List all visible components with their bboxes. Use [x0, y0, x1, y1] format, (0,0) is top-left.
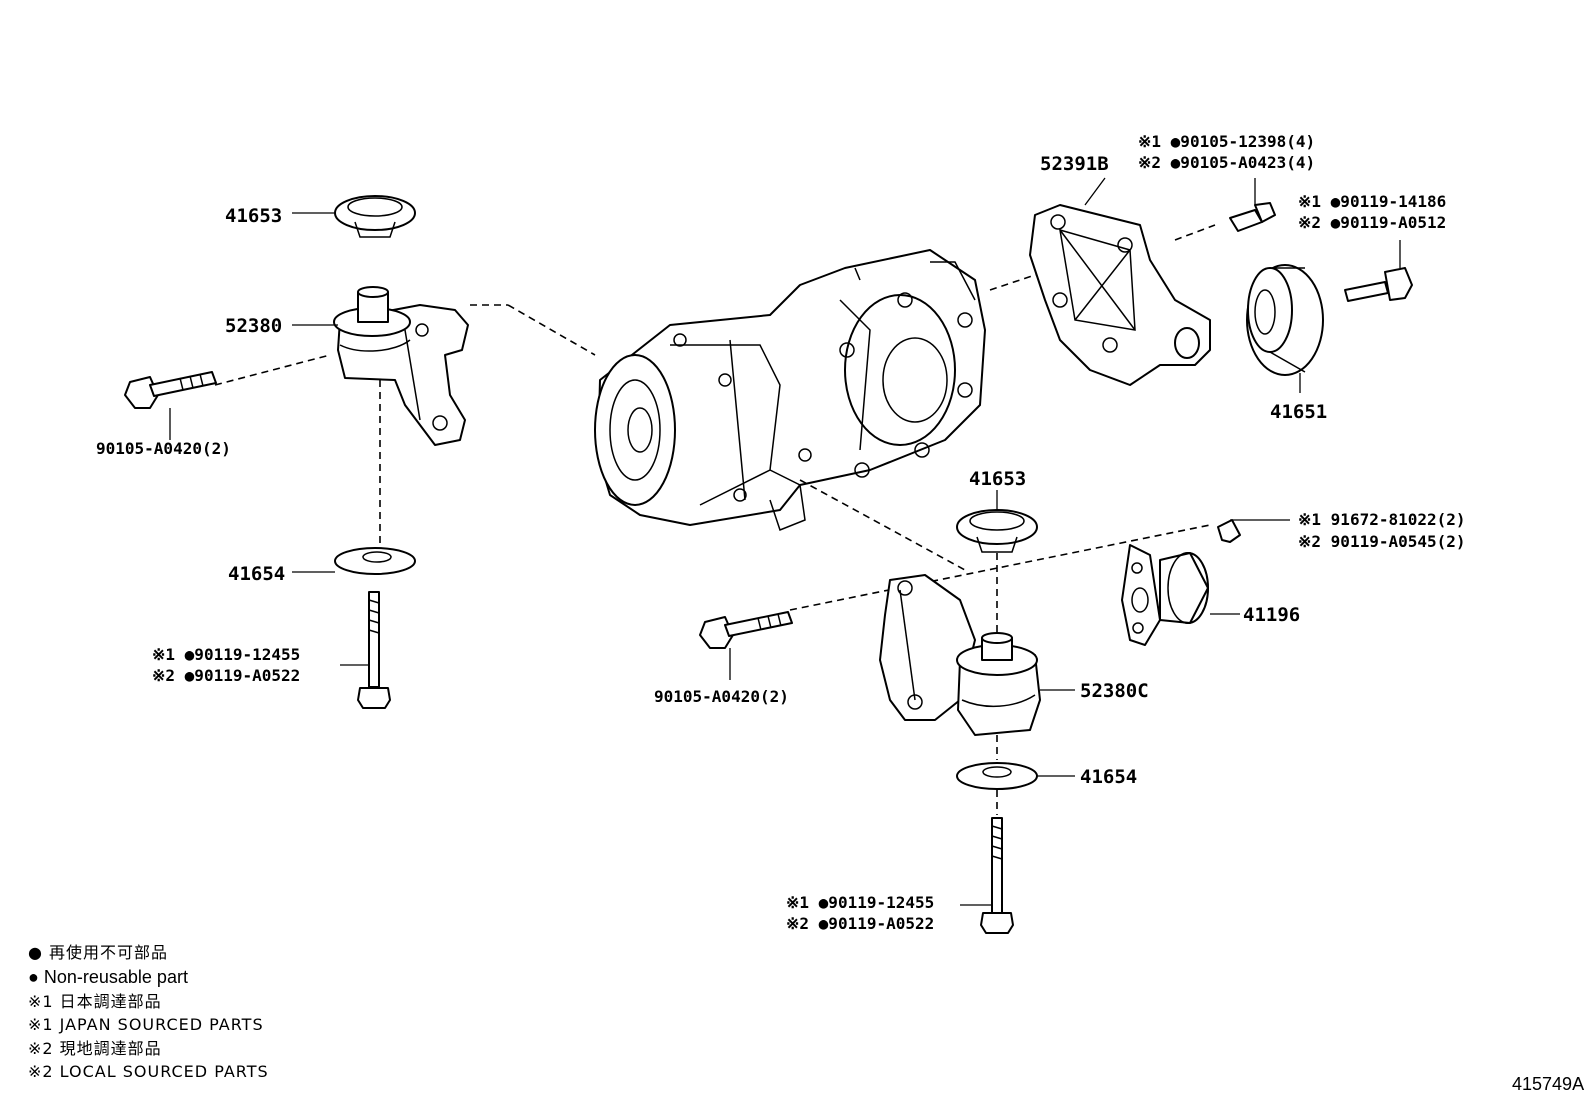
callout-left-stud-2: ※2 ●90119-A0522	[152, 666, 300, 685]
legend: ● 再使用不可部品 ● Non-reusable part ※1 日本調達部品 …	[28, 943, 269, 1081]
stud-left	[357, 591, 391, 709]
bolt-left	[124, 371, 217, 409]
label-cushion: 41196	[1243, 604, 1300, 626]
legend-line-5: ※2 現地調達部品	[28, 1039, 162, 1058]
cap-top	[334, 195, 416, 238]
cap-mid	[956, 509, 1038, 553]
callout-bracket-bolt-2: ※2 ●90105-A0423(4)	[1138, 153, 1315, 172]
legend-line-3: ※1 日本調達部品	[28, 992, 162, 1011]
callout-cushion-bolt-1: ※1 91672-81022(2)	[1298, 510, 1466, 529]
callout-right-stud-2: ※2 ●90119-A0522	[786, 914, 934, 933]
washer-right	[956, 762, 1038, 790]
washer-left	[334, 547, 416, 575]
differential-housing	[594, 249, 986, 531]
diagram-id: 415749A	[1512, 1074, 1584, 1094]
label-bracket: 52391B	[1040, 153, 1109, 175]
callout-cushion-bolt-2: ※2 90119-A0545(2)	[1298, 532, 1466, 551]
callout-right-stud-1: ※1 ●90119-12455	[786, 893, 934, 912]
callout-left-stud-1: ※1 ●90119-12455	[152, 645, 300, 664]
bolt-cushion	[1217, 519, 1241, 543]
bracket	[1029, 204, 1211, 386]
legend-line-6: ※2 LOCAL SOURCED PARTS	[28, 1062, 269, 1081]
cushion	[1121, 544, 1209, 646]
label-cap-top: 41653	[225, 205, 282, 227]
callout-bracket-bolt-1: ※1 ●90105-12398(4)	[1138, 132, 1315, 151]
legend-line-1: ● 再使用不可部品	[28, 943, 168, 962]
label-bolt-mid: 90105-A0420(2)	[654, 687, 789, 706]
leader-lines	[169, 177, 1401, 906]
callout-damper-bolt-1: ※1 ●90119-14186	[1298, 192, 1446, 211]
support-assembly-right	[879, 574, 1041, 736]
legend-line-4: ※1 JAPAN SOURCED PARTS	[28, 1015, 264, 1034]
label-washer-right: 41654	[1080, 766, 1137, 788]
damper	[1246, 264, 1324, 376]
labels: 41653 52380 41654 90105-A0420(2) ※1 ●901…	[96, 132, 1466, 933]
legend-line-2: ● Non-reusable part	[28, 967, 188, 987]
bolt-damper	[1344, 267, 1413, 302]
label-support-right: 52380C	[1080, 680, 1149, 702]
stud-right	[980, 817, 1014, 934]
callout-damper-bolt-2: ※2 ●90119-A0512	[1298, 213, 1446, 232]
bolt-mid	[699, 611, 793, 649]
bolt-bracket	[1229, 202, 1276, 232]
label-cap-mid: 41653	[969, 468, 1026, 490]
label-support-left: 52380	[225, 315, 282, 337]
label-washer-left: 41654	[228, 563, 285, 585]
label-bolt-left: 90105-A0420(2)	[96, 439, 231, 458]
support-assembly-left	[333, 286, 469, 446]
label-damper: 41651	[1270, 401, 1327, 423]
